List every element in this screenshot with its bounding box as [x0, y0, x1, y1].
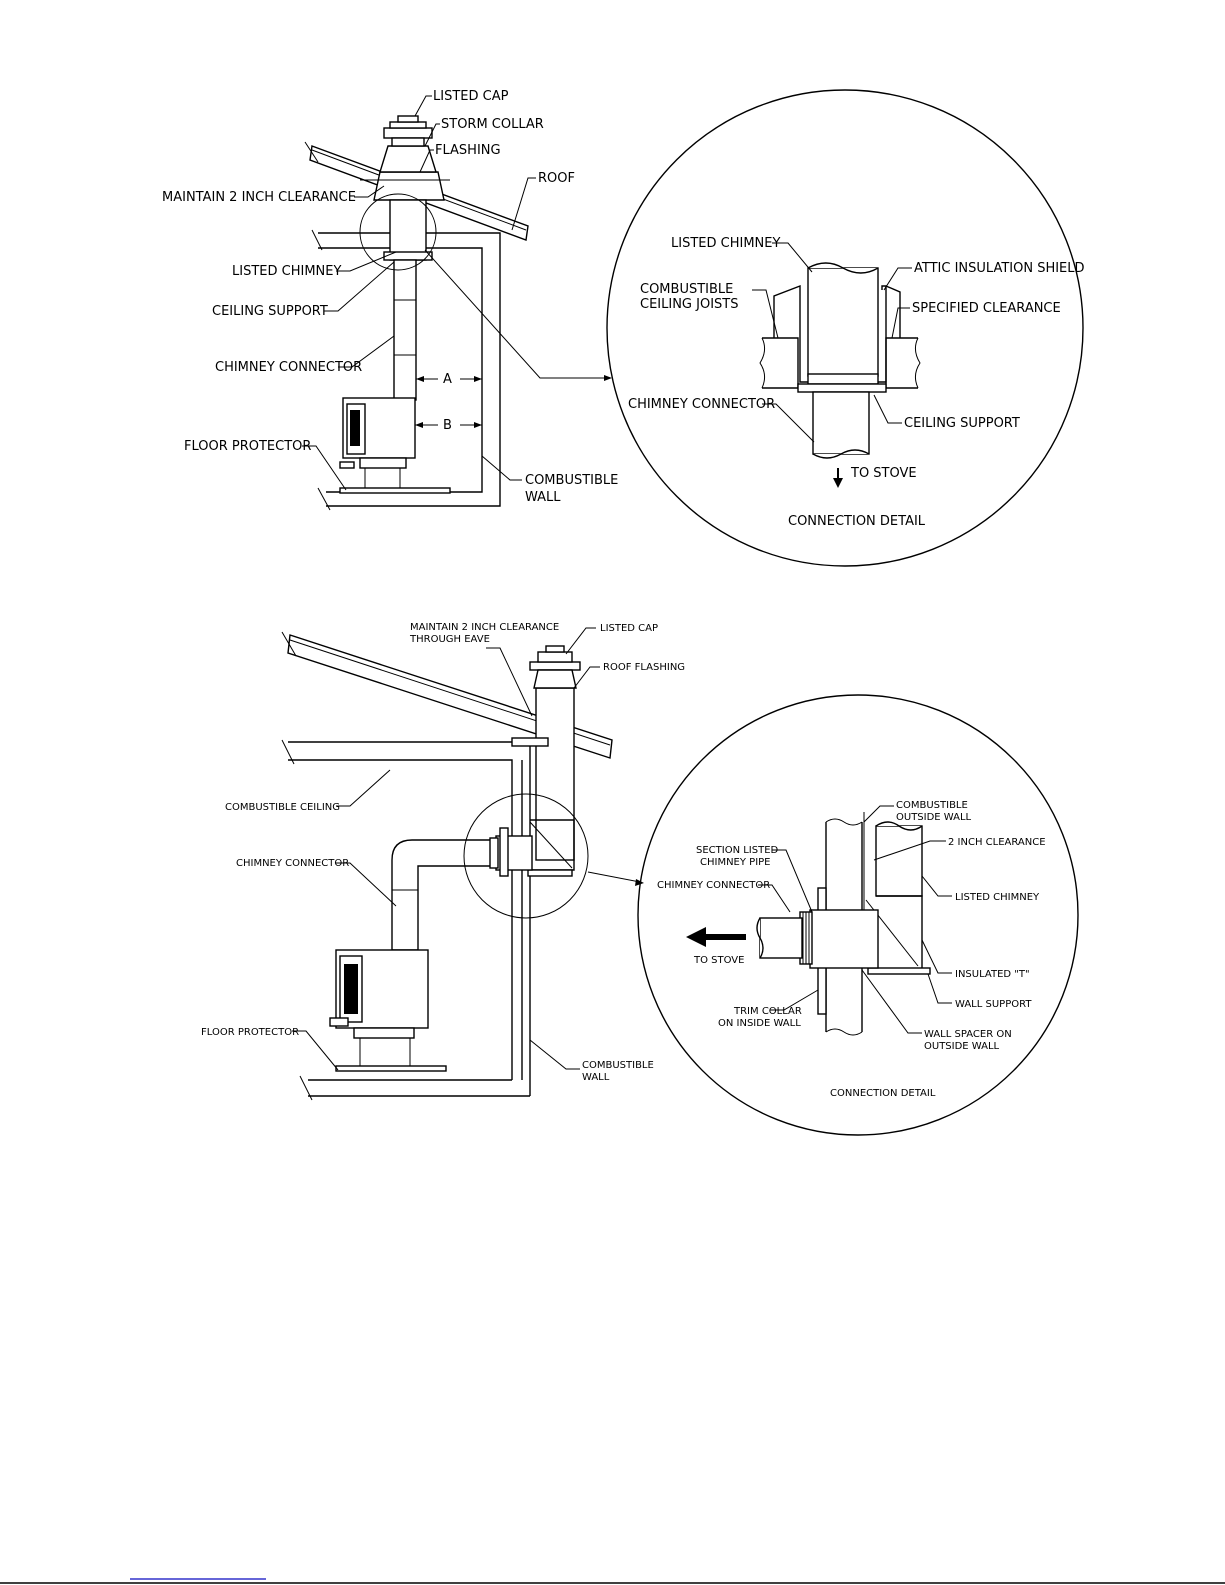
detail1-caption: CONNECTION DETAIL [788, 514, 926, 529]
label2-combustible-wall-2: WALL [582, 1072, 610, 1083]
detail2-wall-support: WALL SUPPORT [955, 999, 1032, 1010]
label-roof: ROOF [538, 171, 575, 186]
listed-chimney-detail-2 [865, 821, 931, 975]
detail2-insulated-t: INSULATED "T" [955, 969, 1030, 980]
dimension-b: B [415, 418, 482, 433]
label-chimney-connector: CHIMNEY CONNECTOR [215, 360, 362, 375]
listed-cap-1 [383, 115, 433, 147]
label2-chimney-connector: CHIMNEY CONNECTOR [236, 858, 349, 869]
stove-2 [329, 949, 429, 1068]
detail2-trim-collar-1: TRIM COLLAR [733, 1006, 802, 1017]
detail1-attic-insulation-shield: ATTIC INSULATION SHIELD [914, 261, 1085, 276]
detail2-trim-collar-2: ON INSIDE WALL [718, 1018, 801, 1029]
chimney-connector-detail-1 [812, 391, 870, 459]
label2-maintain-clearance-2: THROUGH EAVE [409, 634, 490, 645]
detail1-to-stove: TO STOVE [850, 466, 917, 481]
dim-b-label: B [443, 418, 452, 433]
label-listed-chimney: LISTED CHIMNEY [232, 264, 341, 279]
detail2-two-inch-clearance: 2 INCH CLEARANCE [948, 837, 1046, 848]
dim-a-label: A [443, 372, 452, 387]
dimension-a: A [416, 372, 482, 387]
detail1-combustible-joists-1: COMBUSTIBLE [640, 282, 733, 297]
listed-chimney-detail-1 [807, 262, 879, 385]
section-listed-chimney-pipe [799, 909, 879, 969]
detail-callout-circle-1 [359, 193, 437, 271]
detail2-section-listed-2: CHIMNEY PIPE [700, 857, 771, 868]
label-floor-protector: FLOOR PROTECTOR [184, 439, 311, 454]
detail2-wall-spacer-1: WALL SPACER ON [924, 1029, 1012, 1040]
detail1-chimney-connector: CHIMNEY CONNECTOR [628, 397, 775, 412]
connection-detail-2: COMBUSTIBLE OUTSIDE WALL 2 INCH CLEARANC… [637, 694, 1079, 1136]
detail-callout-circle-2 [463, 793, 589, 919]
label-listed-cap: LISTED CAP [433, 89, 509, 104]
detail2-wall-spacer-2: OUTSIDE WALL [924, 1041, 1000, 1052]
label2-roof-flashing: ROOF FLASHING [603, 662, 685, 673]
detail1-listed-chimney: LISTED CHIMNEY [671, 236, 780, 251]
figure-2-wall-installation: MAINTAIN 2 INCH CLEARANCE THROUGH EAVE L… [201, 622, 685, 1101]
floor-protector-1 [339, 487, 451, 494]
connection-detail-1: LISTED CHIMNEY ATTIC INSULATION SHIELD C… [606, 89, 1085, 567]
detail-leader-lines-1 [752, 242, 912, 443]
label-storm-collar: STORM COLLAR [441, 117, 544, 132]
to-stove-arrow-1 [833, 468, 843, 488]
footer [0, 1578, 1225, 1584]
label2-maintain-clearance-1: MAINTAIN 2 INCH CLEARANCE [410, 622, 559, 633]
detail2-listed-chimney: LISTED CHIMNEY [955, 892, 1040, 903]
chimney-connector-2 [391, 827, 533, 951]
detail2-section-listed-1: SECTION LISTED [696, 845, 779, 856]
detail2-caption: CONNECTION DETAIL [830, 1088, 936, 1099]
ceiling-support-detail-1 [797, 383, 887, 393]
stove-1 [339, 397, 416, 488]
detail1-specified-clearance: SPECIFIED CLEARANCE [912, 301, 1061, 316]
label2-listed-cap: LISTED CAP [600, 623, 658, 634]
listed-chimney-2 [511, 645, 581, 877]
label-ceiling-support: CEILING SUPPORT [212, 304, 328, 319]
leader-lines-1 [302, 95, 612, 491]
chimney-connector-detail-2 [756, 917, 803, 959]
storm-collar-1 [379, 145, 437, 173]
detail2-combustible-outside-wall-2: OUTSIDE WALL [896, 812, 972, 823]
label2-floor-protector: FLOOR PROTECTOR [201, 1027, 299, 1038]
detail1-ceiling-support: CEILING SUPPORT [904, 416, 1020, 431]
to-stove-arrow-2 [686, 927, 746, 947]
detail1-combustible-joists-2: CEILING JOISTS [640, 297, 738, 312]
detail-leader-lines-2 [758, 805, 952, 1034]
listed-chimney-1 [383, 199, 433, 261]
label2-combustible-ceiling: COMBUSTIBLE CEILING [225, 802, 340, 813]
detail2-chimney-connector: CHIMNEY CONNECTOR [657, 880, 770, 891]
chimney-connector-1 [393, 259, 417, 401]
label-combustible-wall-2: WALL [525, 490, 561, 505]
figure-1-ceiling-installation: A B LISTED CAP STORM COLLAR FLASH [162, 89, 618, 511]
label-maintain-clearance: MAINTAIN 2 INCH CLEARANCE [162, 190, 356, 205]
label-combustible-wall-1: COMBUSTIBLE [525, 473, 618, 488]
detail2-to-stove: TO STOVE [693, 955, 744, 966]
leader-lines-2 [292, 627, 644, 1071]
floor-protector-2 [335, 1065, 447, 1072]
detail2-combustible-outside-wall-1: COMBUSTIBLE [896, 800, 968, 811]
label-flashing: FLASHING [435, 143, 501, 158]
label2-combustible-wall-1: COMBUSTIBLE [582, 1060, 654, 1071]
